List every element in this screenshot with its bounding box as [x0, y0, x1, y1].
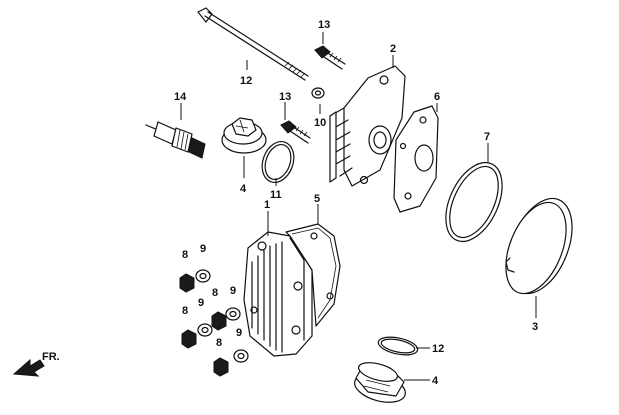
filler-cap-upper [221, 117, 267, 154]
callout-10: 10 [314, 117, 326, 129]
callout-4-lower: 4 [432, 375, 439, 387]
callout-9-a: 9 [200, 243, 206, 255]
spark-plug [145, 121, 206, 159]
callout-5: 5 [314, 193, 320, 205]
callout-9-d: 9 [236, 327, 242, 339]
o-ring-11 [261, 141, 295, 183]
washer-10 [311, 87, 325, 99]
washer-9d [233, 349, 249, 363]
callout-12-upper: 12 [240, 75, 252, 87]
leader-lines [180, 32, 537, 381]
cap-nut-8a [179, 273, 195, 293]
callout-8-b: 8 [212, 287, 218, 299]
callout-8-c: 8 [182, 305, 188, 317]
head-cover-1 [243, 231, 313, 357]
washer-9c [225, 307, 241, 321]
callout-2: 2 [390, 43, 396, 55]
callout-6: 6 [434, 91, 440, 103]
callout-7: 7 [484, 131, 490, 143]
filler-cap-lower [354, 362, 406, 403]
callout-13-lower: 13 [279, 91, 291, 103]
front-direction-label: FR. [42, 351, 60, 363]
callout-12-lower: 12 [432, 343, 444, 355]
o-ring-7 [445, 162, 503, 242]
washer-9b [197, 323, 213, 337]
bolt-13-upper [314, 45, 346, 70]
callout-11: 11 [270, 189, 282, 201]
side-cover-3 [505, 197, 573, 295]
callout-8-a: 8 [182, 249, 188, 261]
o-ring-12 [377, 336, 419, 356]
finned-cover-2 [329, 65, 406, 187]
gasket-6 [393, 105, 439, 213]
gasket-5 [285, 223, 341, 327]
callout-8-d: 8 [216, 337, 222, 349]
cap-nut-8d [213, 357, 229, 377]
washer-9a [195, 269, 211, 283]
callout-3: 3 [532, 321, 538, 333]
bolt-13-lower [280, 120, 311, 144]
callout-9-c: 9 [230, 285, 236, 297]
callout-9-b: 9 [198, 297, 204, 309]
front-direction-arrow [12, 358, 45, 377]
cap-nut-8b [211, 311, 227, 331]
callout-13-upper: 13 [318, 19, 330, 31]
cap-nut-8c [181, 329, 197, 349]
callout-4-upper: 4 [240, 183, 247, 195]
callout-1: 1 [264, 199, 270, 211]
long-stud-bolt [197, 7, 309, 81]
callout-14: 14 [174, 91, 187, 103]
